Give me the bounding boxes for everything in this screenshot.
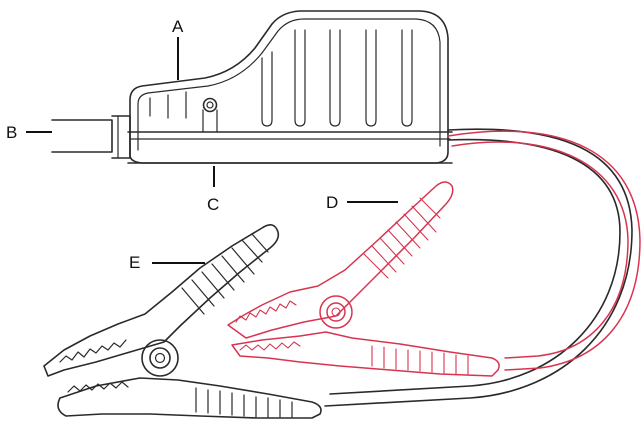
red-clamp-pivot-icon: [319, 295, 353, 329]
cables: [324, 128, 641, 407]
callout-b-label: B: [6, 123, 17, 142]
red-clamp: [227, 181, 500, 377]
black-clamp: [43, 224, 322, 419]
indicator-light-icon: [202, 97, 218, 113]
control-box: [127, 10, 453, 164]
callout-d-label: D: [326, 193, 338, 212]
callout-e-label: E: [129, 253, 140, 272]
black-clamp-pivot-icon: [141, 339, 179, 377]
callout-a-label: A: [172, 17, 184, 36]
callout-c-label: C: [207, 195, 219, 214]
connector-plug: [51, 115, 131, 159]
